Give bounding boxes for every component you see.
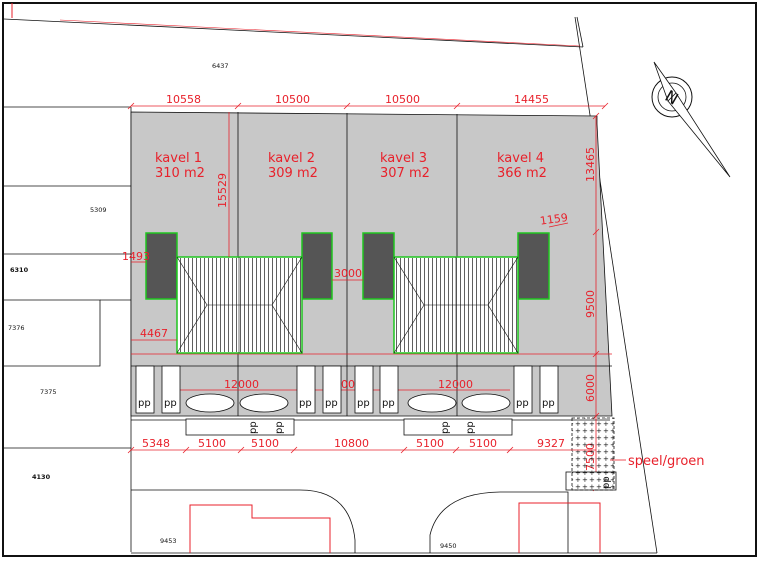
dim-1159: 1159 [539,211,569,228]
red-outline-right [518,502,601,553]
lot-1-name: kavel 1 [155,151,202,166]
parcel-9453: 9453 [160,537,177,545]
svg-text:pp: pp [248,421,259,434]
lot-2-name: kavel 2 [268,151,315,166]
bottom-dimension-line [127,446,596,454]
dim-3000: 3000 [334,267,362,280]
svg-text:pp: pp [299,398,312,409]
dim-v15529: 15529 [216,173,229,208]
dim-1159-line [548,222,569,228]
parking-spaces [135,365,617,491]
lot-3-area: 307 m2 [380,166,430,181]
svg-text:pp: pp [164,398,177,409]
parcel-9450: 9450 [440,542,457,550]
svg-text:pp: pp [440,421,451,434]
north-arrow-icon: N [651,61,731,178]
dim-bottom-3: 5100 [251,437,279,450]
dim-bottom-5: 5100 [416,437,444,450]
building-block-1 [145,232,333,354]
dim-4467: 4467 [140,327,168,340]
parking-labels: pp pp pp pp pp pp pp pp pp pp pp pp pp [138,398,612,489]
dim-top-1: 10558 [166,93,201,106]
svg-text:pp: pp [382,398,395,409]
lot-4-name: kavel 4 [497,151,544,166]
dim-bottom-4: 10800 [334,437,369,450]
dim-bottom-7: 9327 [537,437,565,450]
building-block-2 [362,232,550,354]
speel-groen-label: speel/groen [628,454,705,469]
parcel-4130: 4130 [32,473,51,481]
dim-1493: 1493 [122,250,150,263]
parcel-5309: 5309 [90,206,107,214]
lot-3-name: kavel 3 [380,151,427,166]
dim-v13465: 13465 [584,147,597,182]
dim-bottom-6: 5100 [469,437,497,450]
parcel-7375: 7375 [40,388,57,396]
dim-top-4: 14455 [514,93,549,106]
svg-text:pp: pp [325,398,338,409]
svg-text:pp: pp [274,421,285,434]
dim-top-2: 10500 [275,93,310,106]
svg-text:pp: pp [516,398,529,409]
svg-text:pp: pp [542,398,555,409]
parcel-6437: 6437 [212,62,229,70]
parcel-6310: 6310 [10,266,29,274]
svg-text:pp: pp [138,398,151,409]
lot-2-area: 309 m2 [268,166,318,181]
dim-v9500: 9500 [584,290,597,318]
dim-top-3: 10500 [385,93,420,106]
svg-text:pp: pp [465,421,476,434]
lot-1-area: 310 m2 [155,166,205,181]
red-parcel-line [59,19,581,47]
dim-bottom-1: 5348 [142,437,170,450]
dim-12000-b: 12000 [438,378,473,391]
parcel-7376: 7376 [8,324,25,332]
svg-text:pp: pp [357,398,370,409]
play-green-area [571,417,615,491]
dim-v6000: 6000 [584,374,597,402]
lot-4-area: 366 m2 [497,166,547,181]
dim-bottom-2: 5100 [198,437,226,450]
shrubs [185,393,511,413]
dim-12000-a: 12000 [224,378,259,391]
top-dimension-line [127,102,609,110]
red-outline-left [189,504,331,553]
